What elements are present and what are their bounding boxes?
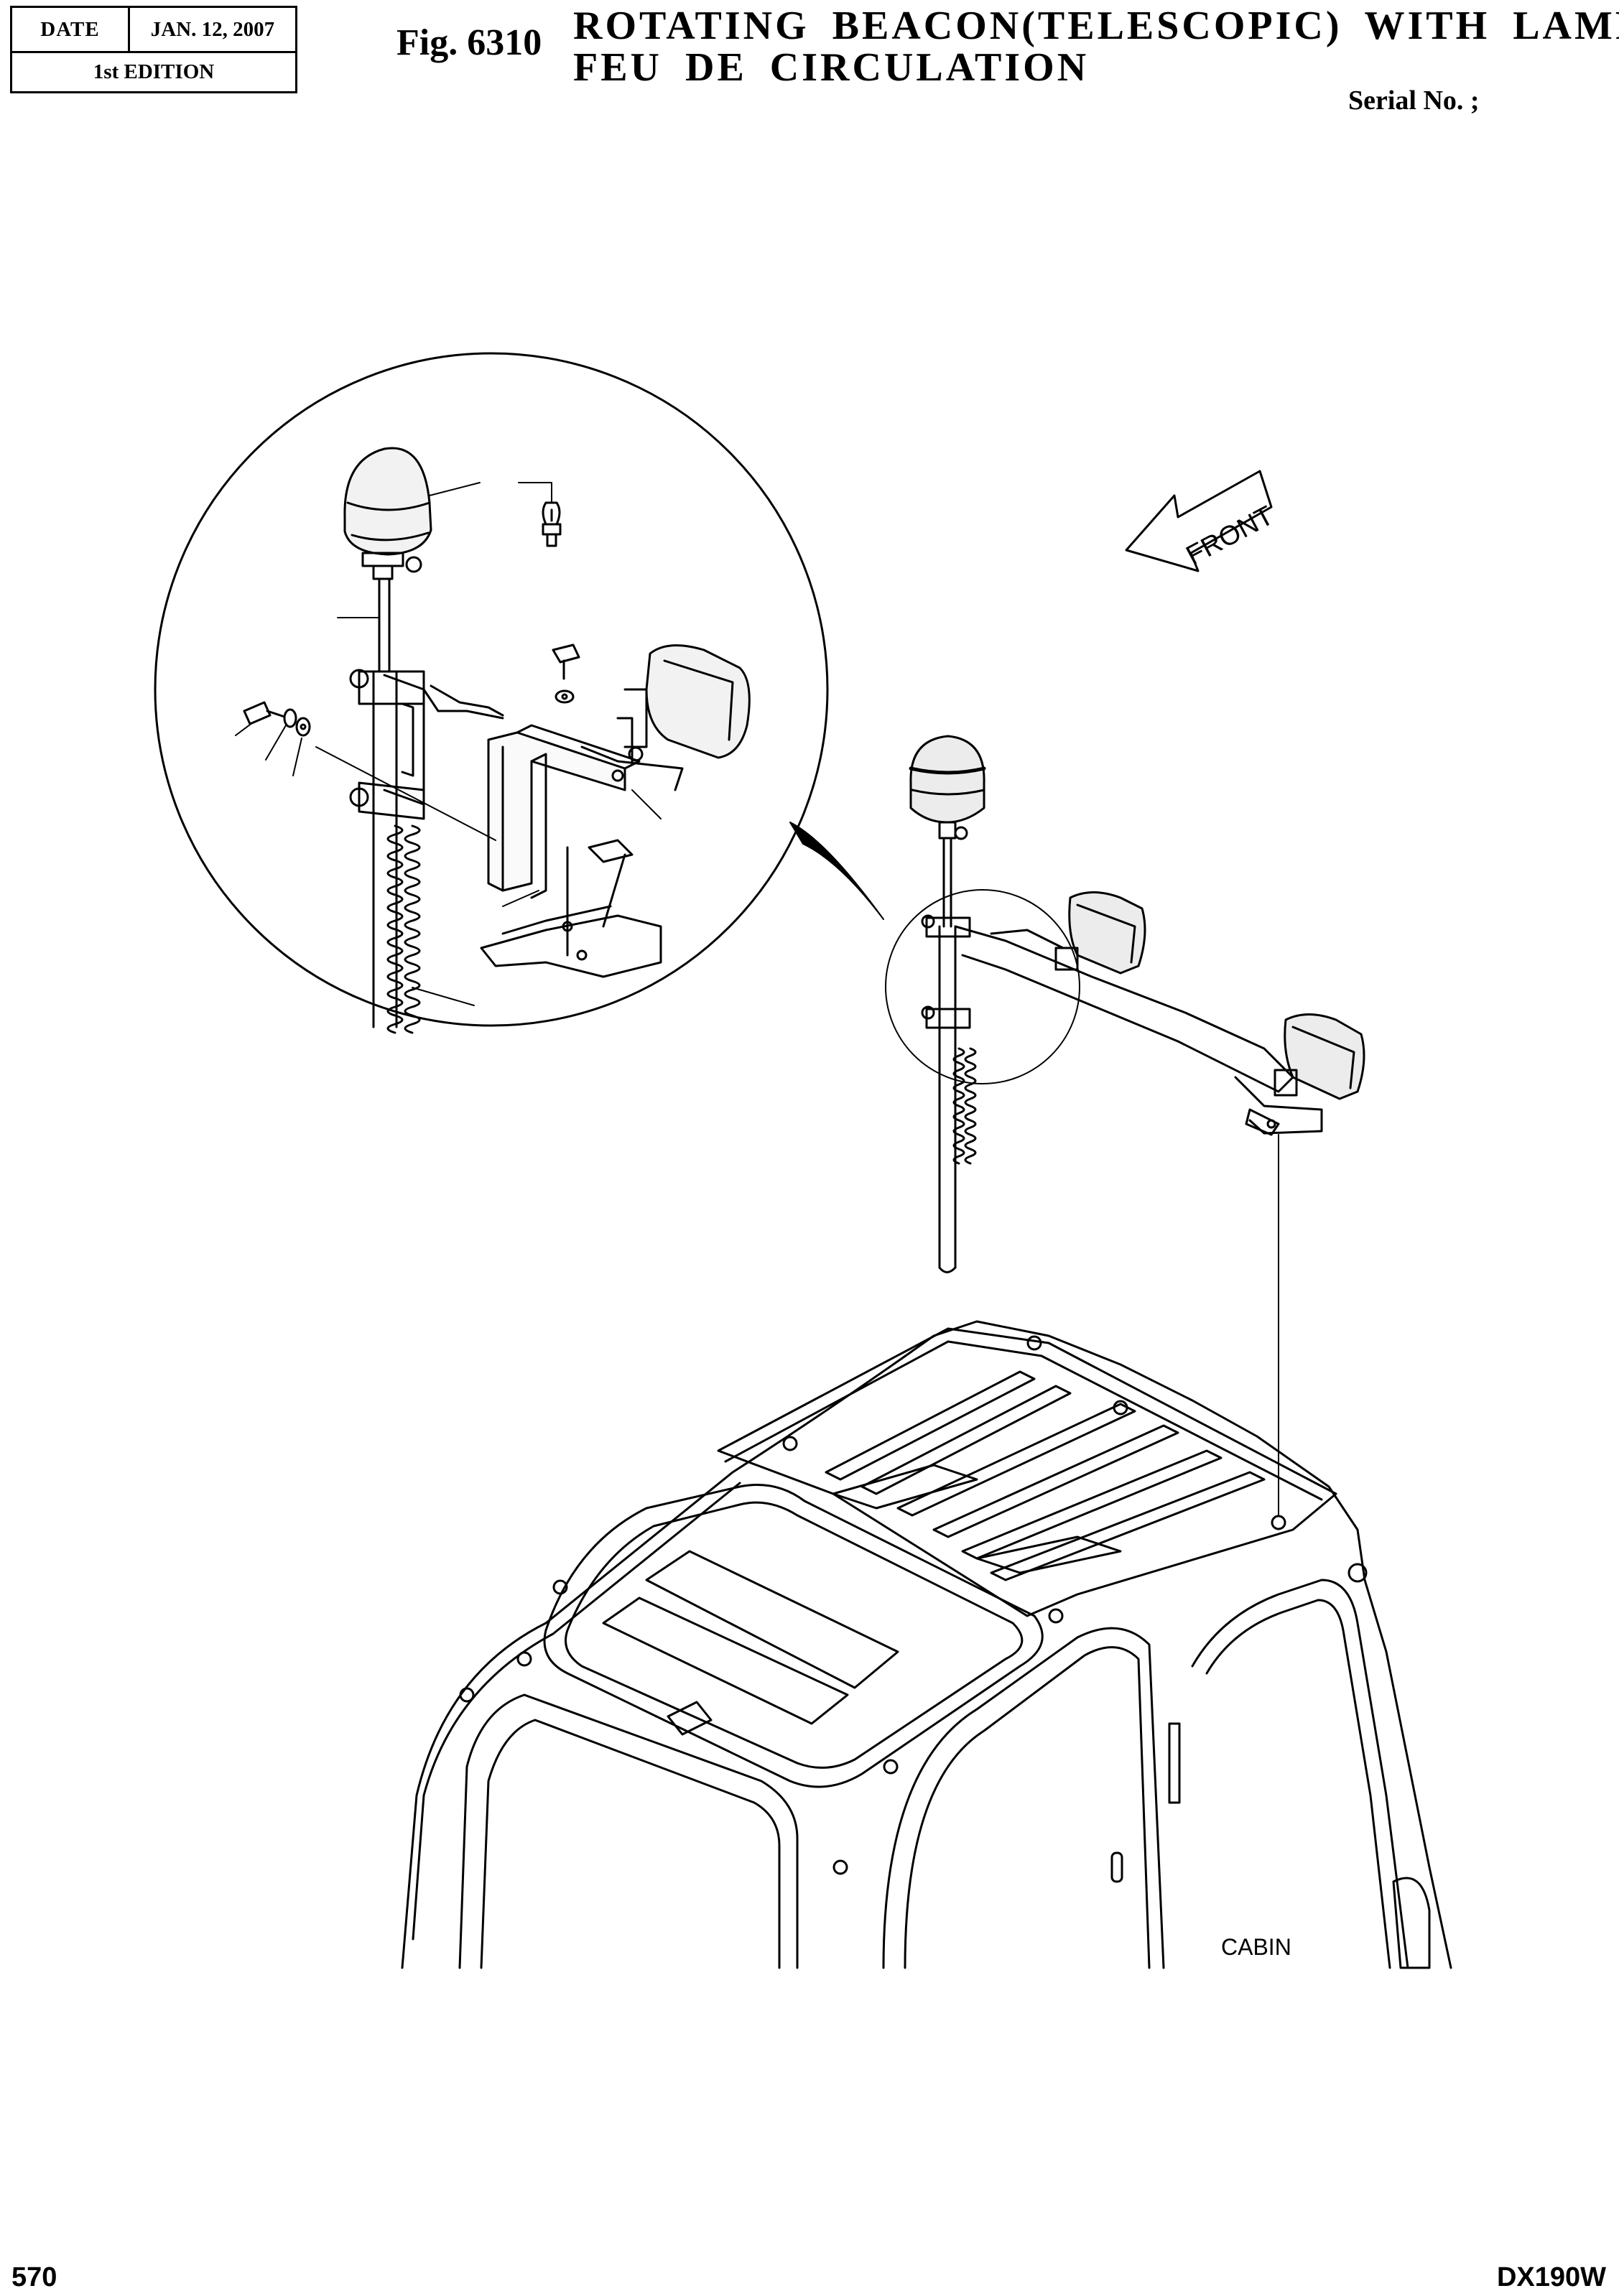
- detail-view: [154, 352, 829, 1034]
- model-code: DX190W: [1496, 2262, 1606, 2292]
- serial-number-label: Serial No. ;: [1348, 85, 1480, 116]
- edition-label: 1st EDITION: [93, 60, 215, 83]
- leader-lines: [235, 482, 662, 1006]
- page-title-english: ROTATING BEACON(TELESCOPIC) WITH LAMP: [573, 4, 1619, 48]
- page-number: 570: [11, 2262, 57, 2292]
- front-direction-arrow: [1125, 470, 1273, 572]
- date-edition-box: DATE JAN. 12, 2007 1st EDITION: [10, 6, 297, 93]
- work-lamp-detail: [580, 644, 751, 791]
- detail-circle: [154, 352, 829, 1027]
- date-label: DATE: [12, 8, 130, 51]
- date-value: JAN. 12, 2007: [150, 17, 275, 41]
- telescopic-pole-detail: [349, 577, 504, 1034]
- detail-reference-circle: [885, 889, 1080, 1084]
- beacon-lamp-detail: [343, 447, 432, 580]
- bolt-washer-set-right: [552, 643, 580, 704]
- cabin-body: [401, 1320, 1452, 1969]
- date-row: DATE JAN. 12, 2007: [12, 8, 295, 53]
- halogen-bulb-detail: [542, 501, 562, 547]
- roof-plate-detail: [480, 839, 662, 978]
- magnify-arrow: [789, 822, 884, 920]
- cabin-label: CABIN: [1221, 1934, 1291, 1960]
- mounting-bracket-detail: [487, 724, 641, 899]
- figure-number: Fig. 6310: [396, 22, 542, 63]
- bolt-washer-set-left: [243, 701, 311, 737]
- page-title-french: FEU DE CIRCULATION: [573, 45, 1090, 90]
